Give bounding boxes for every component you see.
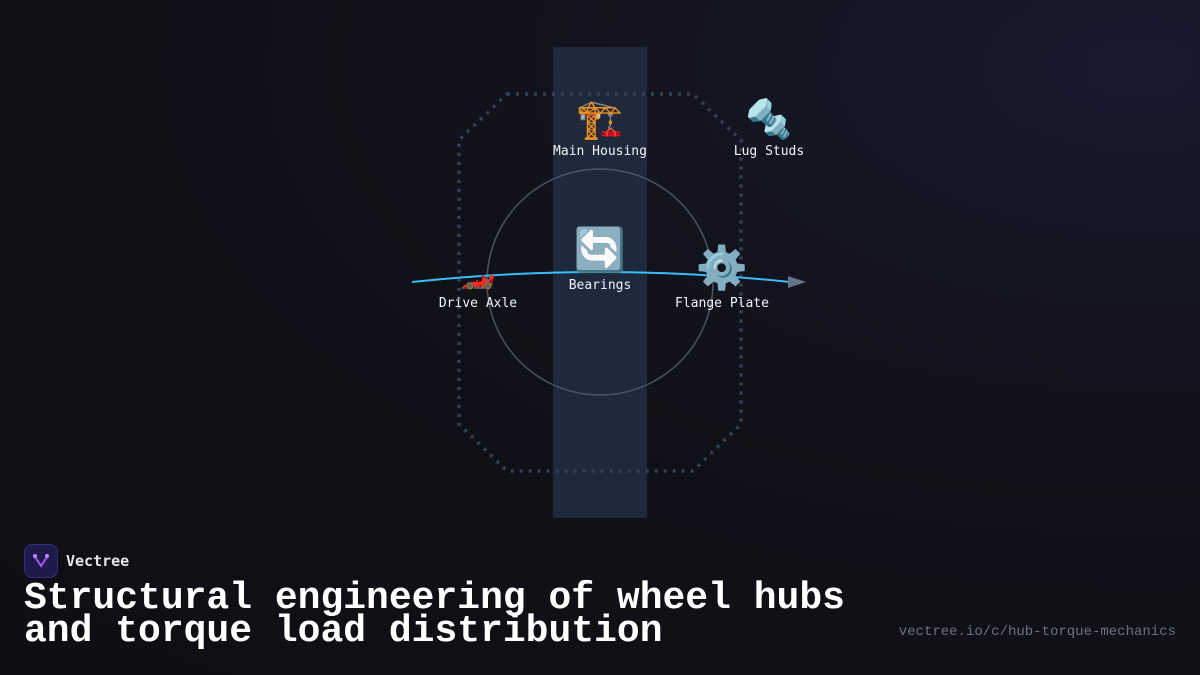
node-label: Main Housing bbox=[553, 144, 647, 159]
brand: Vectree bbox=[24, 544, 129, 578]
hub-circle bbox=[486, 168, 714, 396]
nut-and-bolt-icon: 🔩 bbox=[745, 97, 793, 141]
node-lug-studs: 🔩 Lug Studs bbox=[734, 98, 804, 159]
node-label: Lug Studs bbox=[733, 144, 805, 159]
counterclockwise-arrows-icon: 🔄 bbox=[573, 225, 627, 274]
dotted-octagon bbox=[457, 92, 743, 473]
racing-car-icon: 🏎️ bbox=[460, 258, 496, 291]
brand-name: Vectree bbox=[66, 552, 130, 570]
torque-curve bbox=[411, 271, 791, 283]
node-label: Drive Axle bbox=[438, 296, 518, 311]
gear-icon: ⚙️ bbox=[695, 243, 749, 292]
arrowhead bbox=[788, 276, 806, 288]
node-flange-plate: ⚙️ Flange Plate bbox=[675, 243, 769, 312]
vectree-logo-icon bbox=[24, 544, 58, 578]
node-label: Flange Plate bbox=[675, 296, 769, 311]
node-label: Bearings bbox=[568, 278, 632, 293]
node-drive-axle: 🏎️ Drive Axle bbox=[439, 258, 517, 311]
construction-crane-icon: 🏗️ bbox=[576, 97, 624, 141]
center-column bbox=[553, 47, 647, 518]
node-bearings: 🔄 Bearings bbox=[568, 225, 632, 294]
source-url: vectree.io/c/hub-torque-mechanics bbox=[898, 624, 1176, 640]
node-main-housing: 🏗️ Main Housing bbox=[553, 98, 647, 159]
page-title: Structural engineering of wheel hubs and… bbox=[24, 577, 845, 653]
